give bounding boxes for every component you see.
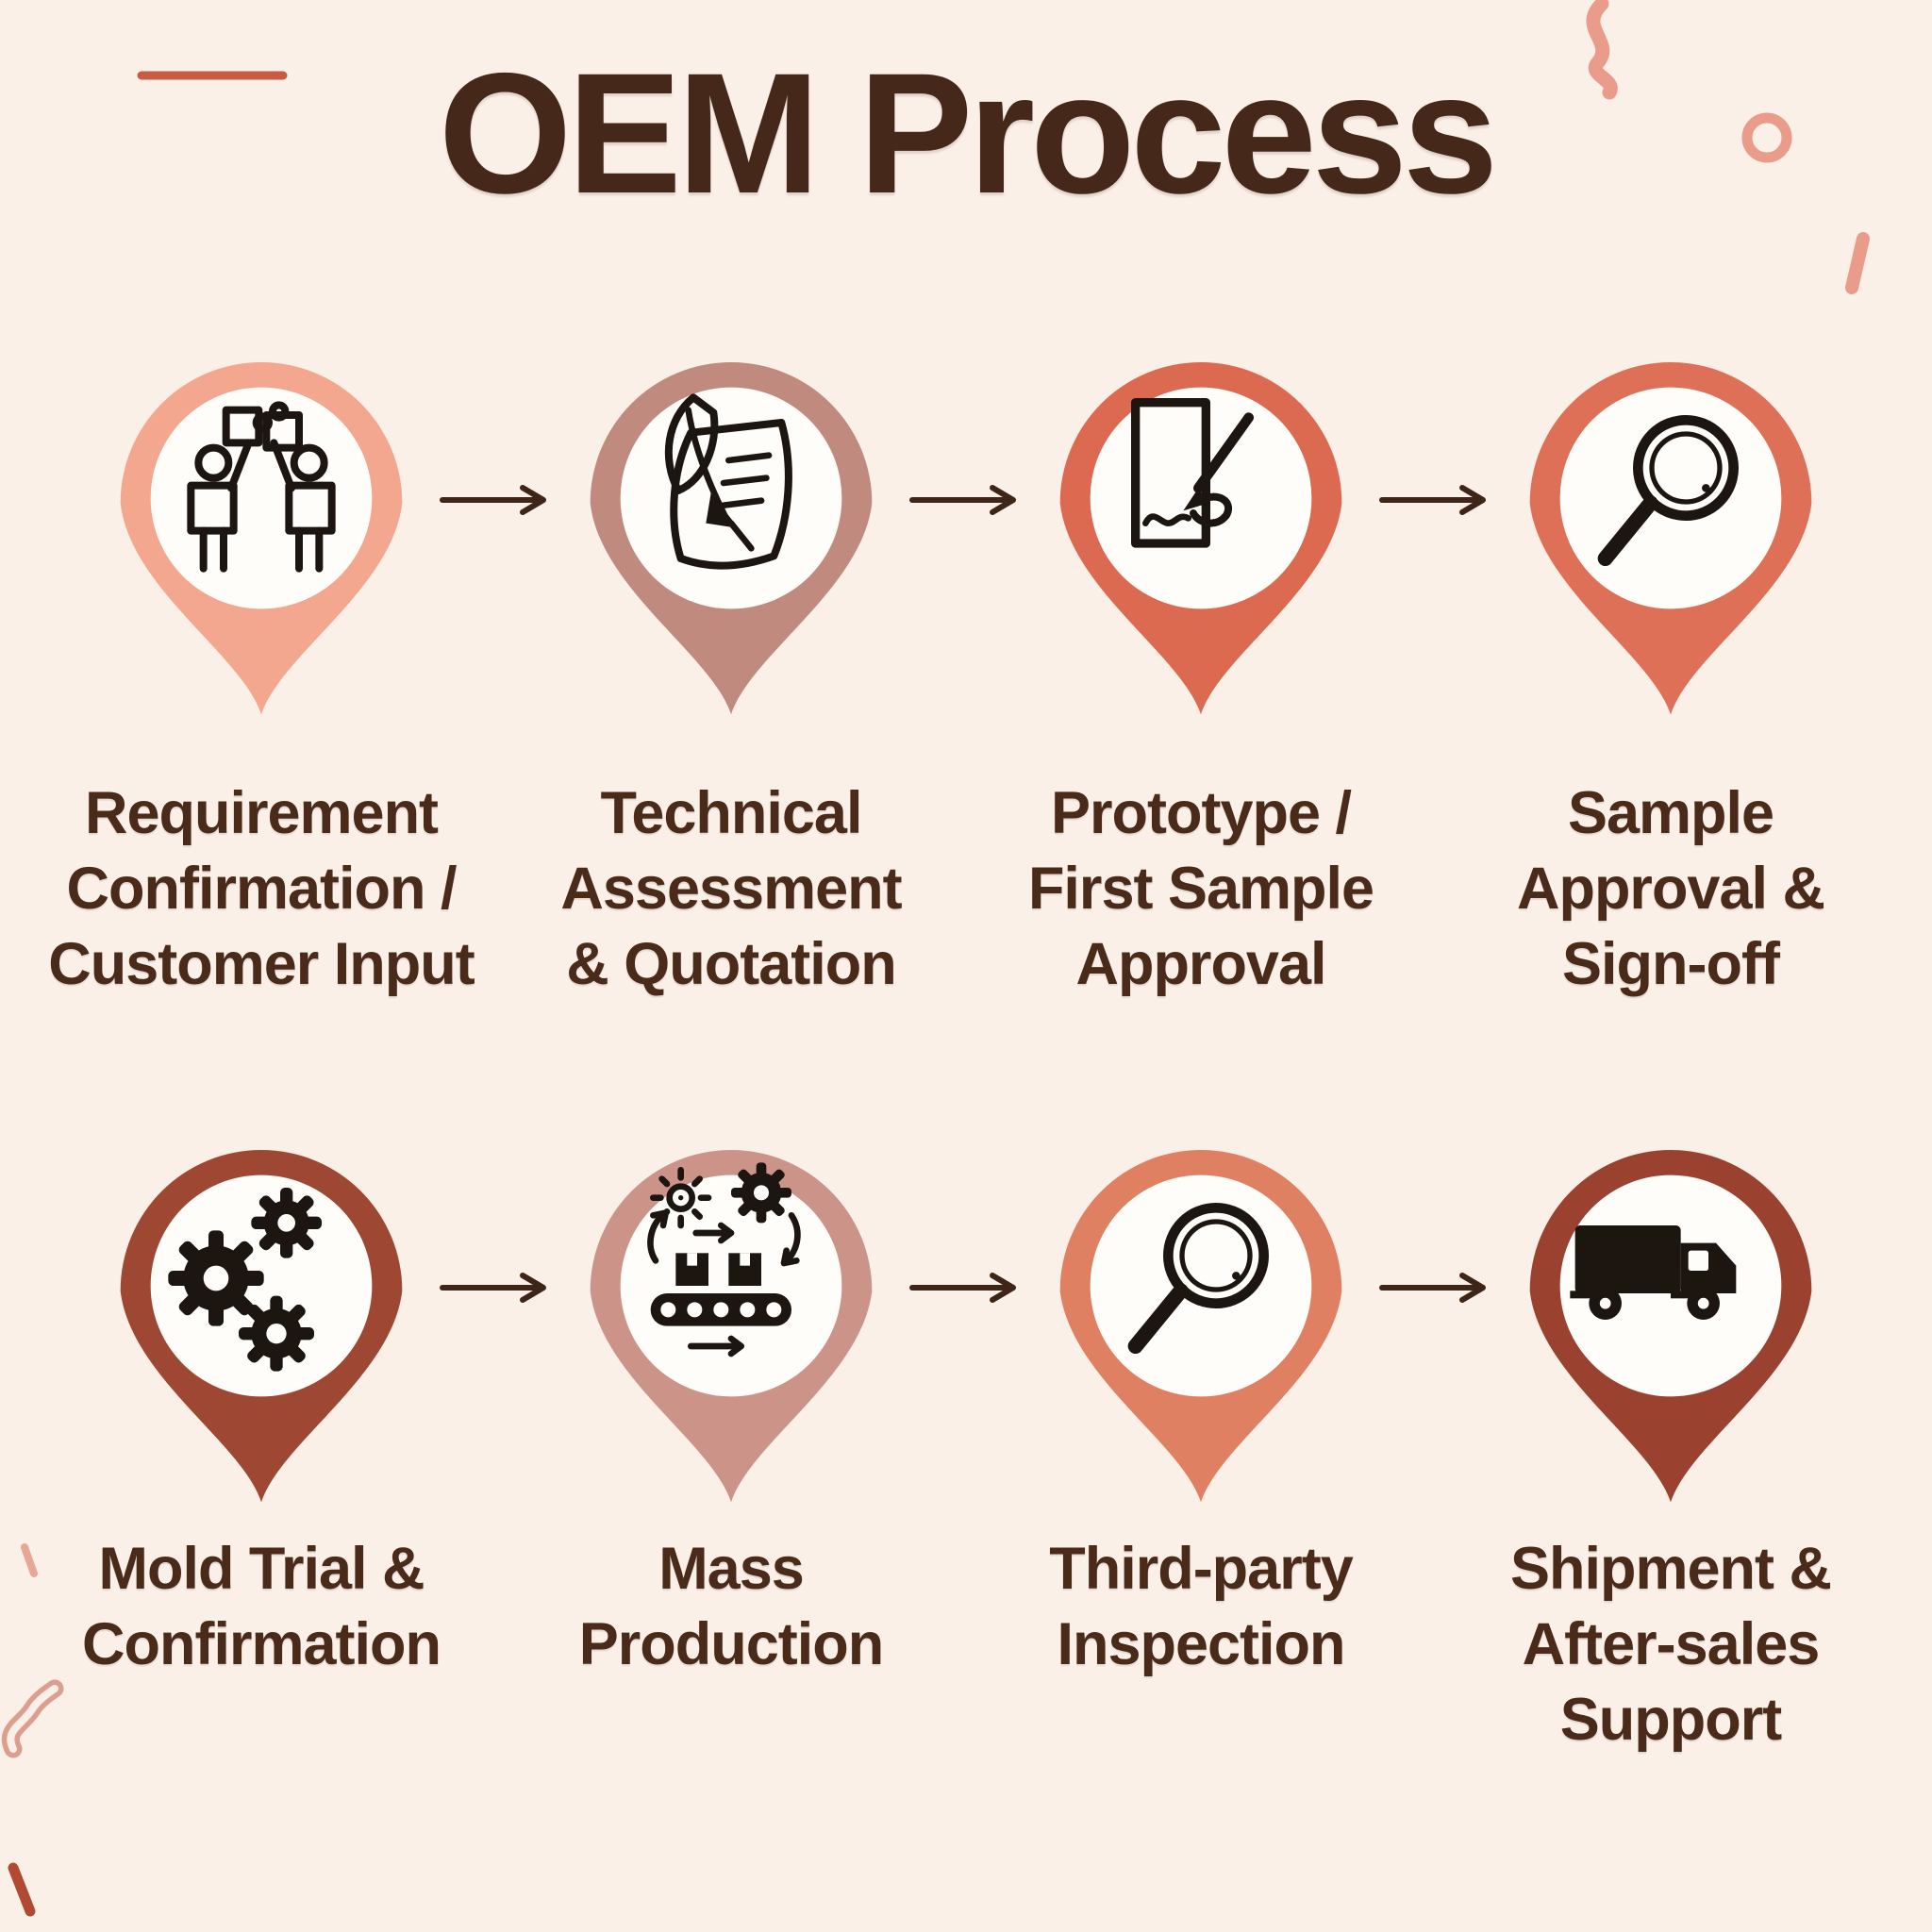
process-step-technical: Technical Assessment & Quotation [496,347,966,1002]
pin-marker [1529,1150,1812,1503]
pin-marker [120,1150,403,1503]
pin-inner-circle [150,1174,373,1397]
quill-document-icon [664,393,792,570]
flow-arrow [909,1273,1016,1303]
page-title: OEM Process [438,37,1498,229]
signing-hand-icon [1131,398,1254,548]
step-label: Shipment & After-sales Support [1509,1536,1832,1753]
step-label: Technical Assessment & Quotation [560,780,902,997]
flow-arrow [440,485,546,515]
pin-marker [1529,362,1812,715]
pin-marker [1059,1150,1342,1503]
truck-icon [1570,1225,1737,1320]
process-step-prototype: Prototype / First Sample Approval [966,347,1436,1002]
flow-arrow [440,1273,546,1303]
pin-marker [120,362,403,715]
people-puzzle-icon [187,401,336,573]
process-step-shipment: Shipment & After-sales Support [1436,1135,1906,1757]
mass-production-icon [647,1162,801,1357]
process-step-mass-production: Mass Production [496,1135,966,1757]
step-label: Requirement Confirmation / Customer Inpu… [48,780,475,997]
step-label: Mold Trial & Confirmation [82,1536,441,1677]
decor-dash-bottom-left [8,1862,36,1917]
magnifier-icon [1597,415,1739,566]
process-step-inspection: Third-party Inspection [966,1135,1436,1757]
decor-dash-right [1845,232,1870,294]
pin-marker [1059,362,1342,715]
process-step-requirement: Requirement Confirmation / Customer Inpu… [26,347,496,1002]
process-step-sample-approval: Sample Approval & Sign-off [1436,347,1906,1002]
magnifier-icon [1127,1203,1269,1354]
step-label: Sample Approval & Sign-off [1516,780,1825,997]
process-step-mold-trial: Mold Trial & Confirmation [26,1135,496,1757]
process-row-1: Requirement Confirmation / Customer Inpu… [0,347,1932,1002]
step-label: Prototype / First Sample Approval [1027,780,1374,997]
pin-marker [590,362,873,715]
flow-arrow [1379,1273,1486,1303]
pin-inner-circle [620,387,842,609]
pin-marker [590,1150,873,1503]
process-row-2: Mold Trial & Confirmation [0,1135,1932,1757]
gears-icon [168,1188,322,1372]
step-label: Third-party Inspection [1049,1536,1354,1677]
flow-arrow [1379,485,1486,515]
flow-arrow [909,485,1016,515]
step-label: Mass Production [578,1536,884,1677]
